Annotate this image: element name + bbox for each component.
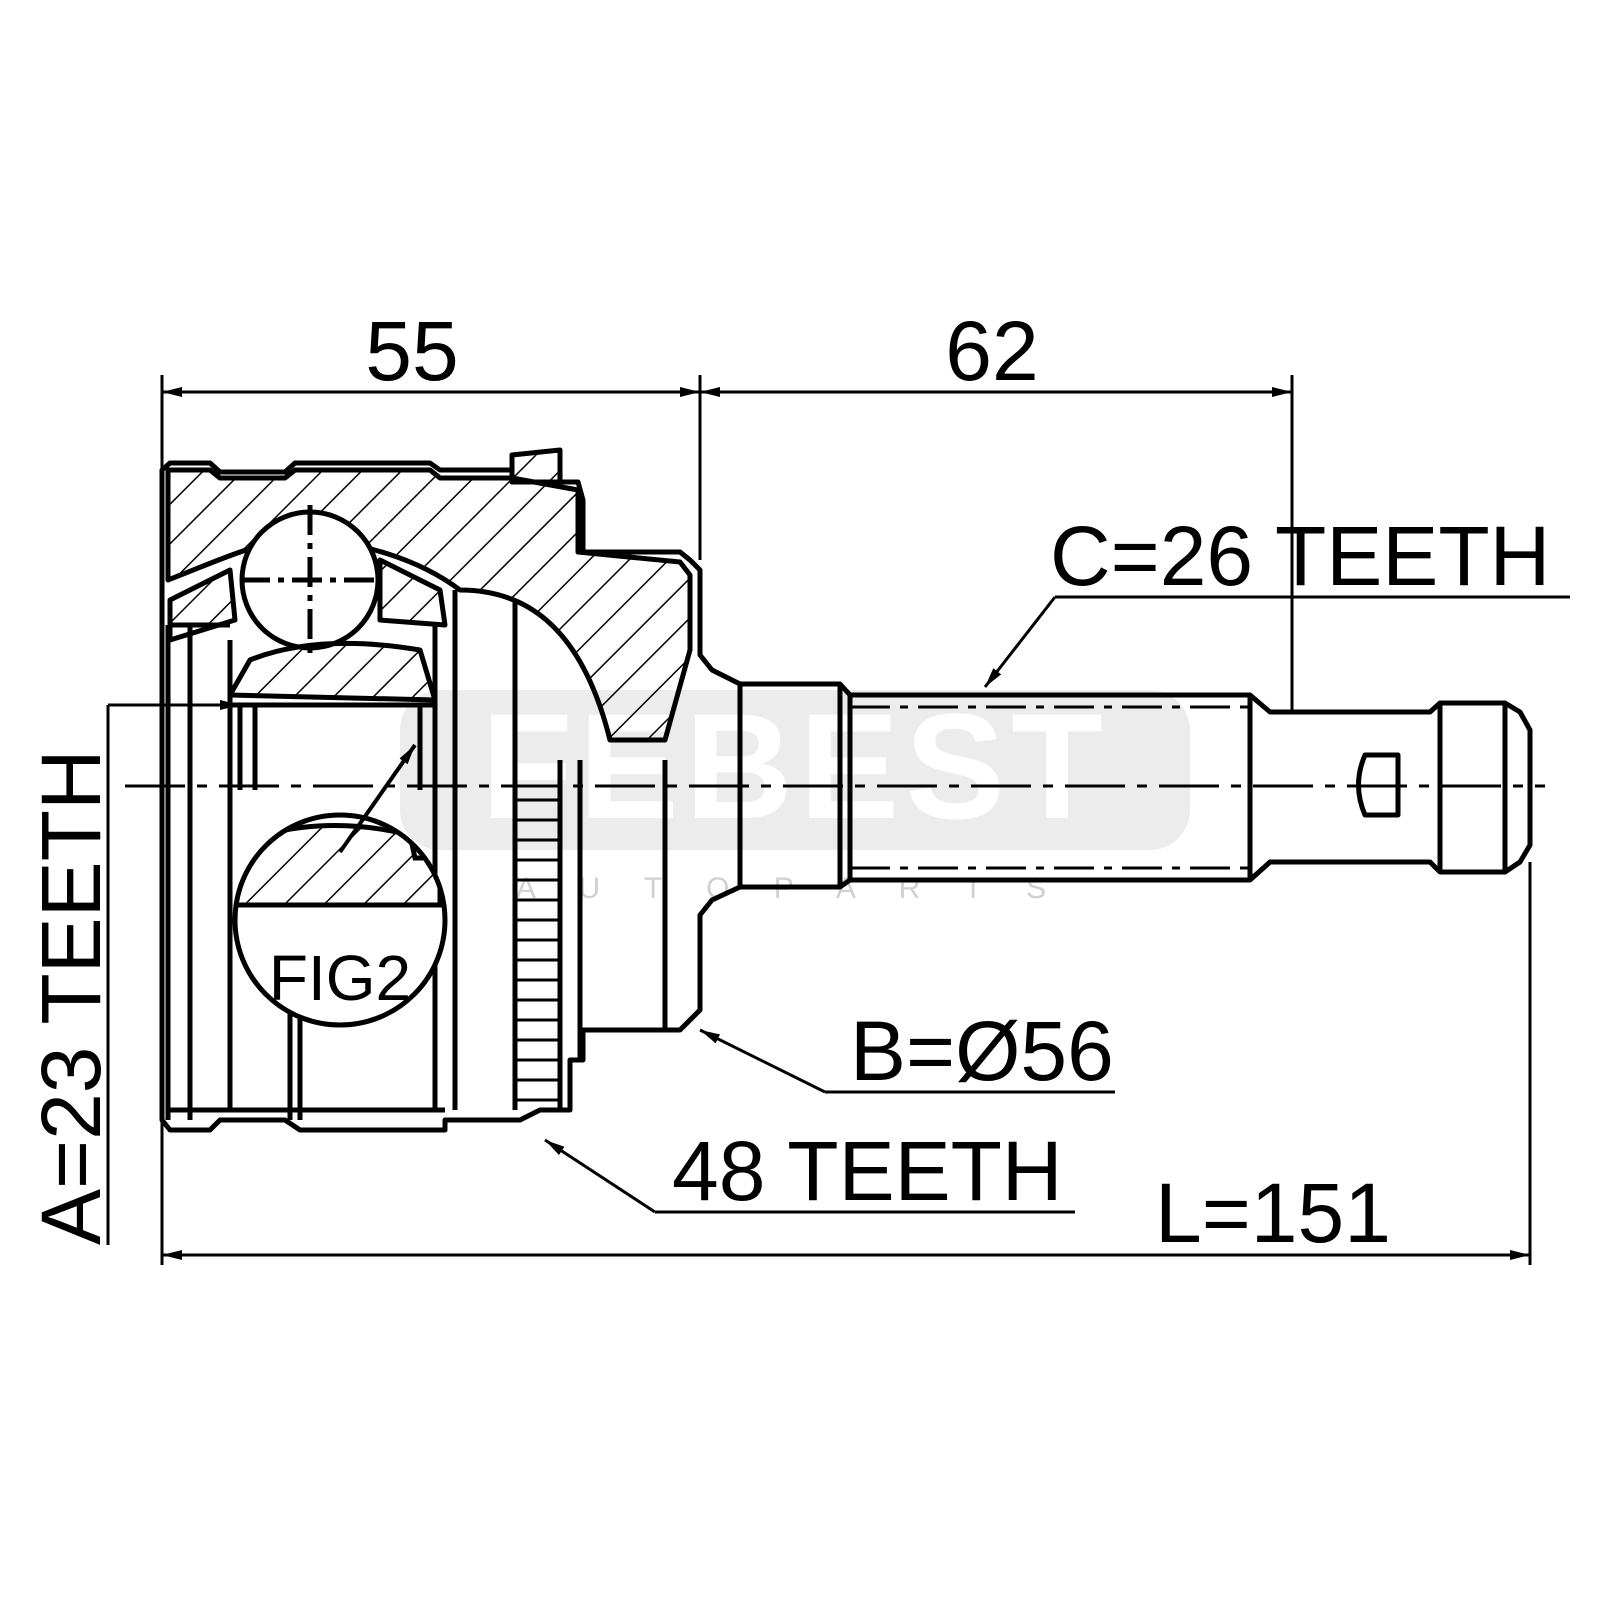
inner-race-section: [227, 640, 438, 703]
dim-label-a-teeth: A=23 TEETH: [24, 749, 118, 1245]
abs-tone-ring: [512, 600, 668, 1110]
dim-label-b-diameter: B=Ø56: [850, 1004, 1114, 1098]
fig2-label: FIG2: [269, 942, 411, 1014]
fig2-detail: FIG2: [232, 743, 448, 1028]
dim-label-c-teeth: C=26 TEETH: [1050, 509, 1550, 603]
dimension-labels: 55 62 C=26 TEETH B=Ø56 48 TEETH L=151 A=…: [24, 304, 1550, 1260]
watermark-banner: [400, 690, 1190, 850]
dim-label-62: 62: [945, 304, 1038, 398]
dim-label-total-length: L=151: [1155, 1166, 1391, 1260]
dim-label-48-teeth: 48 TEETH: [672, 1124, 1063, 1218]
outer-housing: [159, 447, 743, 1133]
housing-outline: [159, 460, 743, 1133]
watermark: FEBEST A U T O P A R T S: [400, 682, 1190, 905]
shaft-outline: [740, 681, 1533, 890]
dimension-lines: [106, 375, 1570, 1265]
watermark-brand: FEBEST: [481, 682, 1109, 850]
dim-label-55: 55: [365, 304, 458, 398]
